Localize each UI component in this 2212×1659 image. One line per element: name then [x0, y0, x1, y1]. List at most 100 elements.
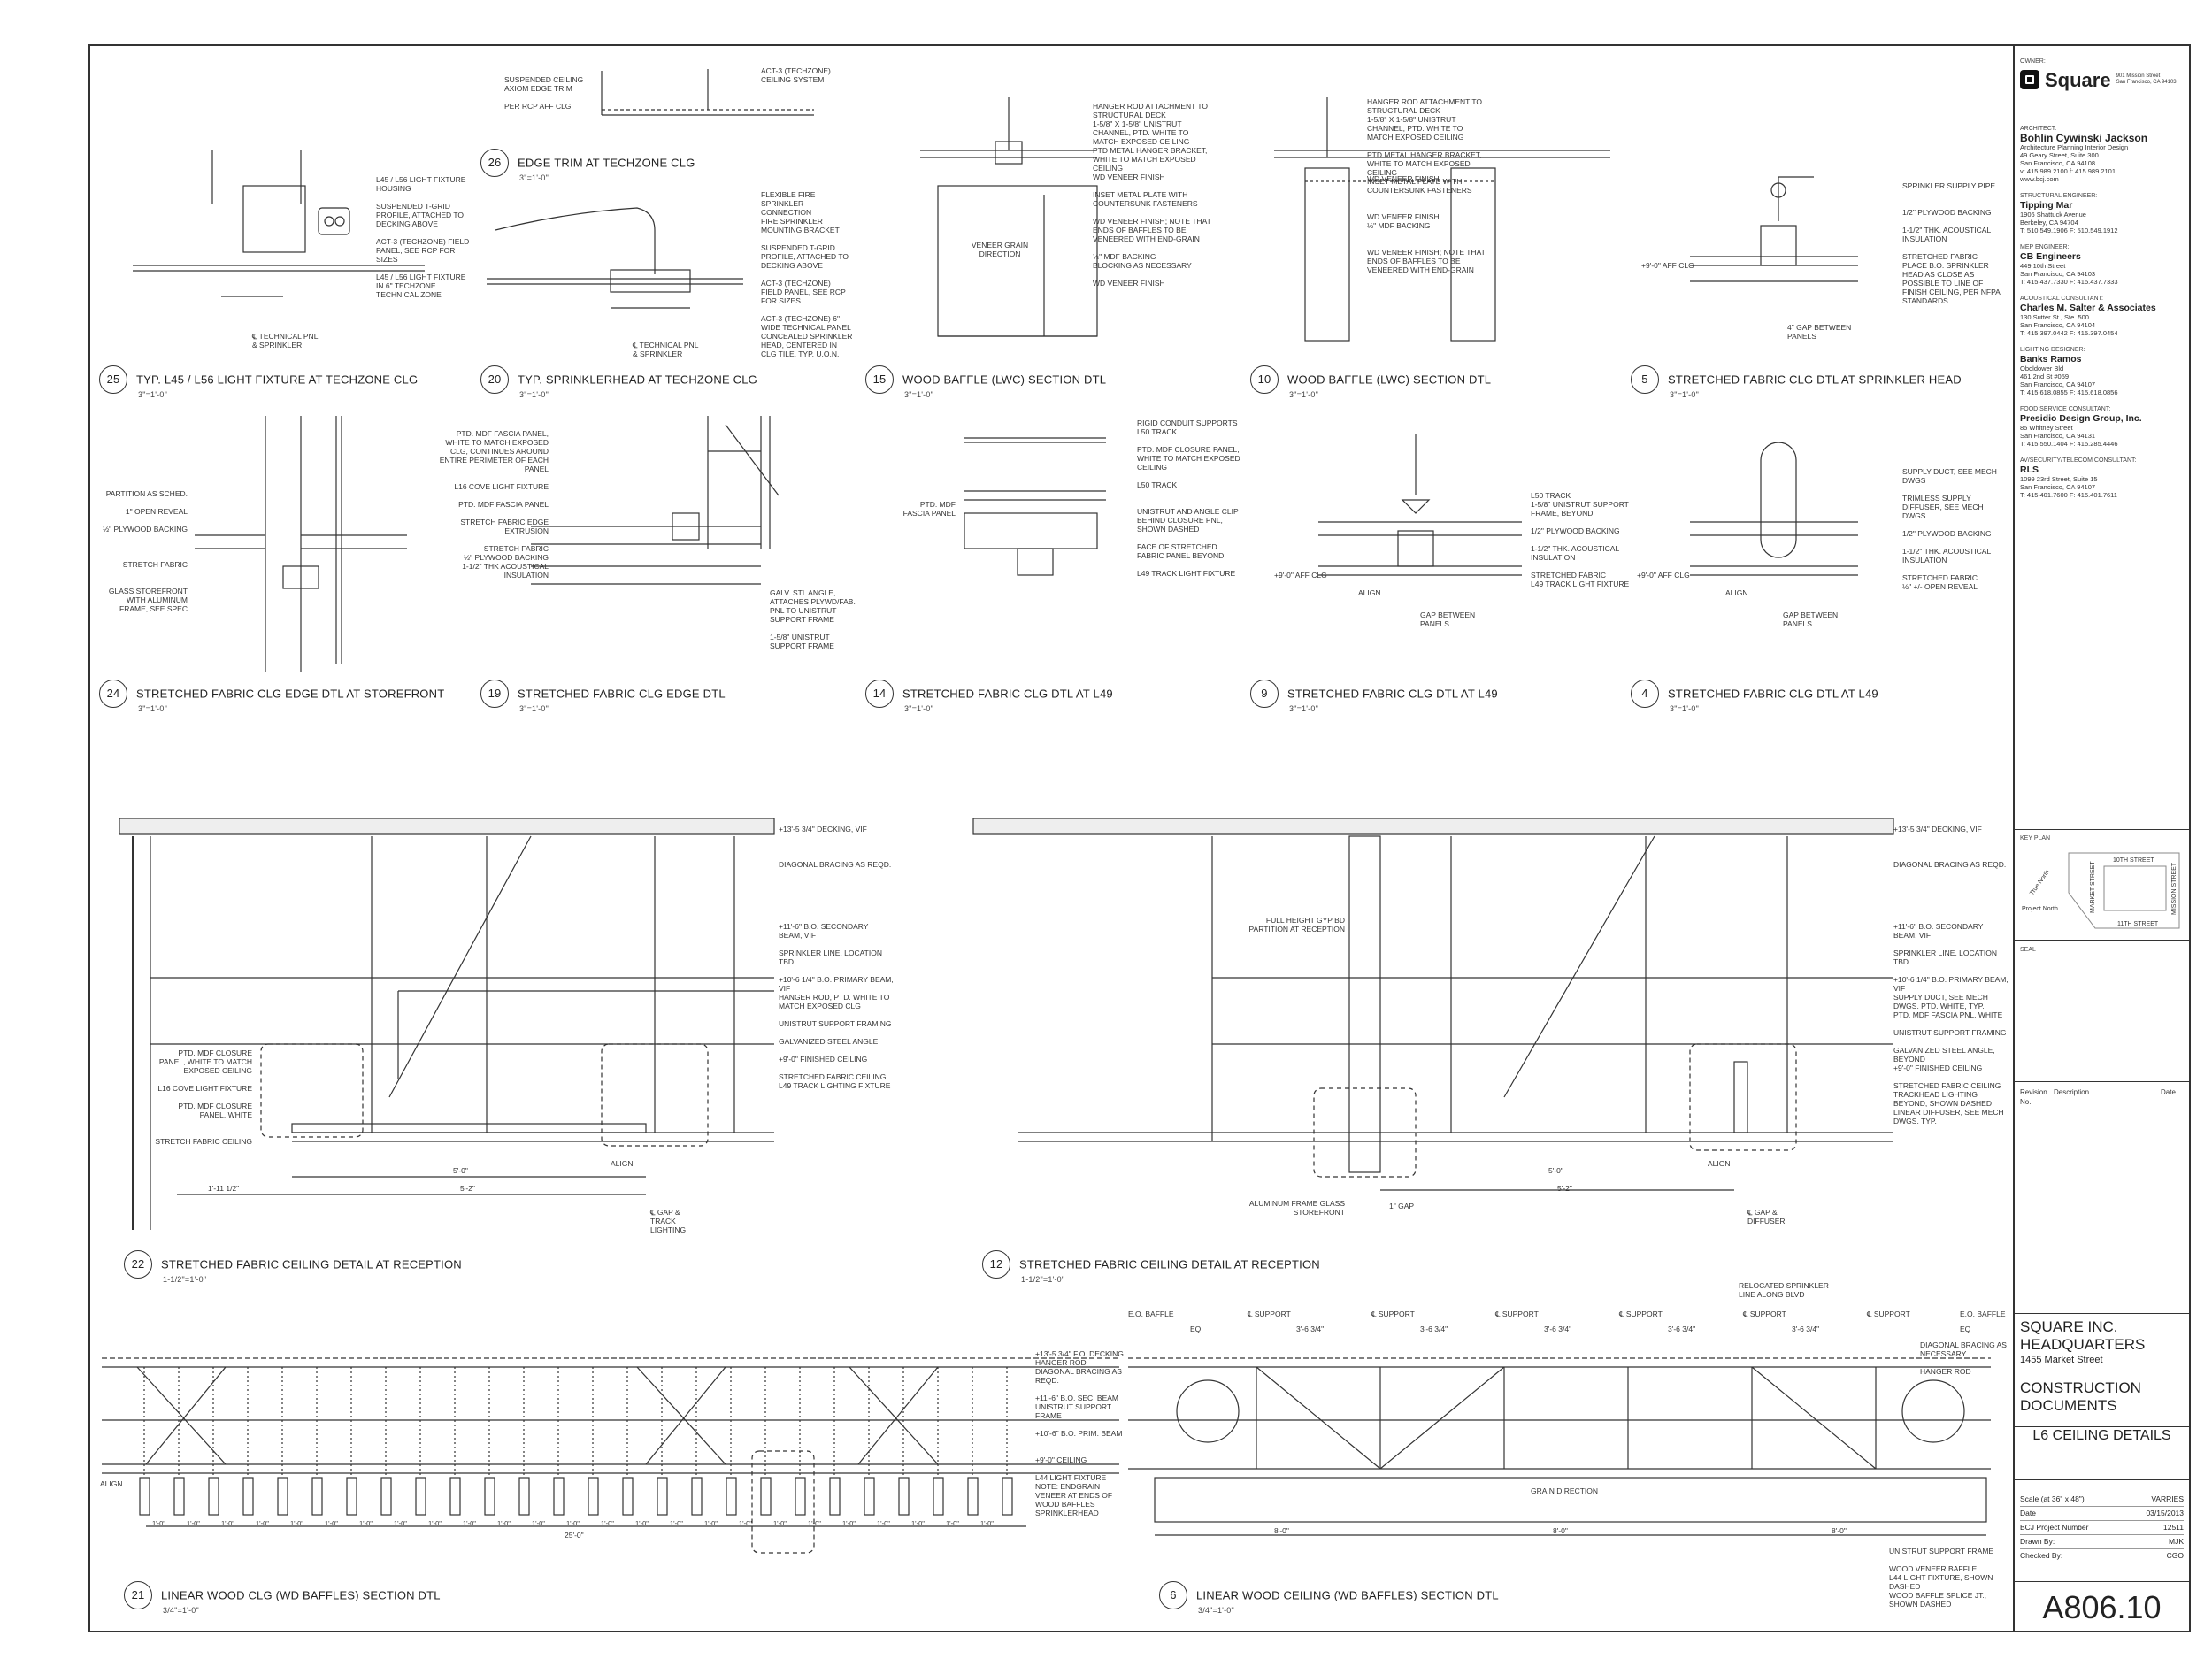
dimension: 5'-0" [453, 1166, 468, 1175]
wood-baffle [311, 1477, 323, 1516]
wood-baffle [829, 1477, 841, 1516]
consultant-address-line: T: 415.618.0855 F: 415.618.0856 [2020, 388, 2118, 396]
note: L44 LIGHT FIXTURE, SHOWN DASHED [1889, 1573, 1993, 1591]
note: DIAGONAL BRACING AS REQD. [779, 860, 892, 869]
note: STRETCHED FABRIC [1902, 573, 1978, 582]
note: L50 TRACK [1137, 480, 1178, 489]
wood-baffle [726, 1477, 737, 1516]
notes-detail-22b: PTD. MDF CLOSURE PANEL, WHITE TO MATCH E… [155, 1048, 252, 1146]
note: ℄ SUPPORT [1248, 1310, 1291, 1318]
detail-5-linework [1690, 176, 1858, 282]
note: PTD. MDF CLOSURE PANEL, WHITE TO MATCH E… [158, 1048, 252, 1075]
consultant-role: LIGHTING DESIGNER: [2020, 347, 2085, 353]
note: 1/2" PLYWOOD BACKING [1531, 526, 1620, 535]
notes-detail-25-cl: ℄ TECHNICAL PNL & SPRINKLER [252, 332, 323, 349]
note: ℄ SUPPORT [1743, 1310, 1786, 1318]
consultant-role: MEP ENGINEER: [2020, 244, 2070, 250]
consultant-address-line: T: 415.550.1404 F: 415.285.4446 [2020, 440, 2118, 448]
note: HANGER ROD ATTACHMENT TO STRUCTURAL DECK [1093, 102, 1209, 119]
info-row: Scale (at 36" x 48")VARRIES [2020, 1493, 2184, 1507]
notes-detail-22-align: ALIGN [611, 1159, 646, 1168]
note: FULL HEIGHT GYP BD PARTITION AT RECEPTIO… [1248, 916, 1345, 933]
consultant-address-line: 461 2nd St #059 [2020, 373, 2070, 380]
note: PTD. MDF FASCIA PANEL [458, 500, 549, 509]
wood-baffle [553, 1477, 565, 1516]
dimension: 3'-6 3/4" [1668, 1325, 1696, 1333]
note: PER RCP AFF CLG [504, 102, 572, 111]
seal-label: SEAL [2020, 947, 2036, 953]
note: ½" MDF BACKING [1367, 221, 1431, 230]
notes-detail-4-level: +9'-0" AFF CLG [1637, 571, 1690, 580]
owner-name: Square [2045, 68, 2111, 91]
note: WD VENEER FINISH; NOTE THAT ENDS OF BAFF… [1367, 248, 1486, 274]
project-phase: CONSTRUCTION DOCUMENTS [2020, 1379, 2141, 1414]
info-row: Drawn By:MJK [2020, 1535, 2184, 1549]
owner-address: San Francisco, CA 94103 [2116, 80, 2177, 85]
note: RIGID CONDUIT SUPPORTS L50 TRACK [1137, 419, 1238, 436]
note: UNISTRUT SUPPORT FRAME [1035, 1402, 1111, 1420]
consultant-address-line: Architecture Planning Interior Design [2020, 143, 2129, 151]
note: GAP BETWEEN PANELS [1420, 611, 1476, 628]
info-label: BCJ Project Number [2020, 1523, 2089, 1532]
notes-detail-26b: ACT-3 (TECHZONE) CEILING SYSTEM [761, 66, 841, 84]
note: ACT-3 (TECHZONE) 6" WIDE TECHNICAL PANEL… [761, 314, 853, 358]
note: DIAGONAL BRACING AS NECESSARY [1920, 1340, 2007, 1358]
detail-scale: 3"=1'-0" [1289, 390, 1318, 399]
note: SPRINKLER SUPPLY PIPE [1902, 181, 1996, 190]
notes-detail-9b: GAP BETWEEN PANELS [1420, 611, 1500, 628]
note: +10'-6" B.O. PRIM. BEAM [1035, 1429, 1123, 1438]
dimension: 1'-0" [635, 1519, 649, 1527]
notes-detail-12: +13'-5 3/4" DECKING, VIF DIAGONAL BRACIN… [1893, 825, 2008, 1125]
note: WD VENEER FINISH; NOTE THAT ENDS OF BAFF… [1093, 217, 1211, 243]
notes-detail-25: L45 / L56 LIGHT FIXTURE HOUSING SUSPENDE… [376, 175, 473, 299]
note: DIAGONAL BRACING AS REQD. [1035, 1367, 1122, 1385]
dimension: 1'-0" [463, 1519, 476, 1527]
note: 1-5/8" x 1-5/8" UNISTRUT CHANNEL, PTD. W… [1093, 119, 1190, 146]
note: GRAIN DIRECTION [1531, 1486, 1599, 1495]
consultant-address-line: San Francisco, CA 94103 [2020, 270, 2096, 278]
wood-baffle [588, 1477, 599, 1516]
note: PLACE B.O. SPRINKLER HEAD AS CLOSE AS PO… [1902, 261, 2001, 305]
consultant-address-line: 1099 23rd Street, Suite 15 [2020, 475, 2098, 483]
detail-21-linework [102, 1357, 1119, 1554]
dimension: 3'-6 3/4" [1296, 1325, 1325, 1333]
note: +11'-6" B.O. SECONDARY BEAM, VIF [779, 922, 869, 940]
note: TRIMLESS SUPPLY DIFFUSER, SEE MECH DWGS. [1902, 494, 1984, 520]
wood-baffle [933, 1477, 944, 1516]
note: NOTE: ENDGRAIN VENEER AT ENDS OF WOOD BA… [1035, 1482, 1113, 1509]
detail-name: STRETCHED FABRIC CLG EDGE DTL AT STOREFR… [136, 687, 445, 701]
note: WOOD VENEER BAFFLE [1889, 1564, 1978, 1573]
detail-19-linework [531, 416, 780, 585]
wood-baffle [242, 1477, 254, 1516]
note: ACT-3 (TECHZONE) CEILING SYSTEM [761, 66, 831, 84]
detail-name: WOOD BAFFLE (LWC) SECTION DTL [1287, 373, 1492, 387]
note: +13'-5 3/4" DECKING, VIF [1893, 825, 1982, 833]
consultant-entry: FOOD SERVICE CONSULTANT:Presidio Design … [2020, 404, 2184, 448]
note: +9'-0" CEILING [1035, 1455, 1087, 1464]
notes-detail-24: PARTITION AS SCHED. 1" OPEN REVEAL ½" PL… [99, 489, 188, 613]
detail-scale: 3"=1'-0" [519, 173, 549, 182]
dimension: 1'-0" [256, 1519, 269, 1527]
note: ALIGN [1725, 588, 1748, 597]
note: UNISTRUT SUPPORT FRAMING [1893, 1028, 2007, 1037]
wood-baffle [795, 1477, 806, 1516]
note: +9'-0" AFF CLG [1637, 571, 1690, 580]
note: GALVANIZED STEEL ANGLE [779, 1037, 879, 1046]
note: L45 / L56 LIGHT FIXTURE HOUSING [376, 175, 466, 193]
dimension: 3'-6 3/4" [1544, 1325, 1572, 1333]
note: GAP BETWEEN PANELS [1783, 611, 1839, 628]
consultant-entry: ACOUSTICAL CONSULTANT:Charles M. Salter … [2020, 294, 2184, 337]
project-client: SQUARE INC. HEADQUARTERS [2020, 1318, 2146, 1353]
dim-6-2: 3'-6 3/4" [1420, 1325, 1448, 1333]
info-row: Checked By:CGO [2020, 1549, 2184, 1563]
detail-scale: 3"=1'-0" [1670, 704, 1699, 713]
wood-baffle [1002, 1477, 1013, 1516]
